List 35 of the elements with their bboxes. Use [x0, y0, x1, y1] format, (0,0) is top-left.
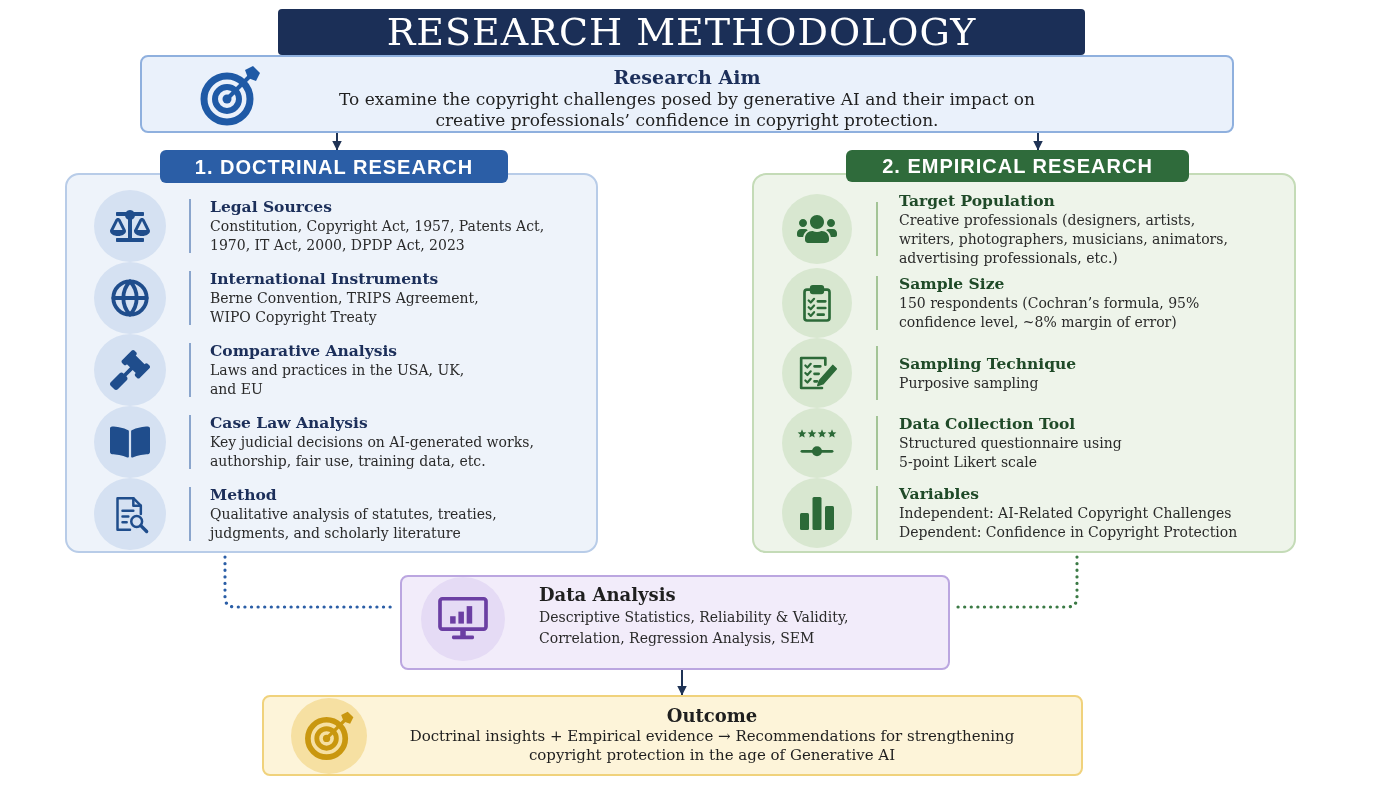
item-description: Laws and practices in the USA, UK, and EU: [210, 361, 466, 399]
item-description: 150 respondents (Cochran’s formula, 95% confidence level, ~8% margin of error): [899, 294, 1201, 332]
title-banner: RESEARCH METHODOLOGY: [278, 9, 1085, 55]
aim-box: [140, 55, 1234, 133]
outcome-text: Doctrinal insights + Empirical evidence → Recommendations for strengthening copyright protection in the age of Generative AI: [408, 727, 1016, 765]
section-heading: 1. DOCTRINAL RESEARCH: [160, 150, 508, 183]
item-heading: Target Population: [899, 190, 1056, 211]
item-description: Structured questionnaire using 5-point Likert scale: [899, 434, 1123, 472]
item-heading: Sample Size: [899, 274, 1006, 294]
item-heading: Data Collection Tool: [899, 414, 1077, 434]
arrow: [332, 132, 342, 151]
section-heading: 2. EMPIRICAL RESEARCH: [846, 150, 1189, 182]
item-heading: Sampling Technique: [899, 353, 1078, 374]
analysis-heading: Data Analysis: [539, 583, 677, 607]
arrow: [1033, 132, 1043, 151]
item-description: Berne Convention, TRIPS Agreement, WIPO Copyright Treaty: [210, 289, 480, 327]
outcome-heading: Outcome: [666, 705, 758, 727]
analysis-text: Descriptive Statistics, Reliability & Validity, Correlation, Regression Analysis, SEM: [539, 608, 850, 648]
item-heading: Method: [210, 485, 278, 505]
aim-text: To examine the copyright challenges posed by generative AI and their impact on creative professionals’ confidence in copyright protection.: [338, 89, 1036, 131]
outcome-box: [262, 695, 1083, 776]
item-heading: Case Law Analysis: [210, 413, 369, 433]
item-heading: Legal Sources: [210, 197, 333, 217]
item-heading: Variables: [899, 484, 981, 504]
item-description: Key judicial decisions on AI-generated works, authorship, fair use, training data, etc.: [210, 433, 535, 471]
item-description: Qualitative analysis of statutes, treaties, judgments, and scholarly literature: [210, 505, 498, 543]
item-heading: Comparative Analysis: [210, 341, 399, 361]
arrow: [677, 669, 687, 696]
item-heading: International Instruments: [210, 269, 440, 289]
aim-heading: Research Aim: [613, 65, 761, 89]
analysis-box: [400, 575, 950, 670]
item-description: Constitution, Copyright Act, 1957, Patents Act, 1970, IT Act, 2000, DPDP Act, 2023: [210, 217, 546, 255]
item-description: Independent: AI-Related Copyright Challenges Dependent: Confidence in Copyright Protection: [899, 504, 1239, 542]
item-description: Purposive sampling: [899, 373, 1040, 393]
item-description: Creative professionals (designers, artists, writers, photographers, musicians, animators, advertising professionals, etc.): [899, 210, 1229, 268]
